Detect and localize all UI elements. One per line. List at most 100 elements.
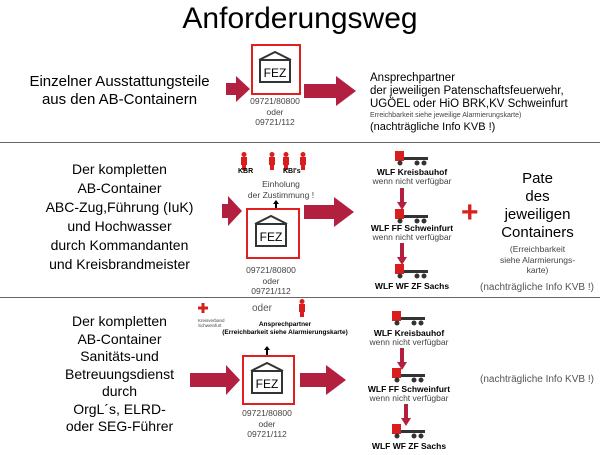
consent-note: Einholung der Zustimmung !: [236, 179, 326, 200]
svg-text:FEZ: FEZ: [256, 377, 279, 391]
text-line: OrgL´s, ELRD-: [73, 400, 166, 417]
text-line: karte): [526, 265, 549, 275]
truck-icon: [392, 311, 425, 326]
truck-label: WLF Kreisbauhof: [376, 167, 448, 177]
truck-icon: [395, 264, 428, 279]
arrow-icon: [304, 76, 356, 106]
phone-2: 09721/112: [251, 286, 291, 296]
text-line: Pate: [522, 170, 553, 187]
unavailable-note: wenn nicht verfügbar: [369, 393, 449, 403]
row3-contact: Ansprechpartner (Erreichbarkeit siehe Al…: [200, 321, 370, 337]
text-line: oder SEG-Führer: [65, 418, 174, 434]
text-line: Kreisverband: [198, 318, 225, 323]
row1-source: Einzelner Ausstattungsteile aus den AB-C…: [2, 73, 237, 109]
text-line: Containers: [501, 224, 574, 241]
text-line: Ansprechpartner: [258, 321, 312, 328]
kbi-label: KBI's: [283, 168, 301, 175]
text-line: Schweinfurt: [198, 323, 222, 328]
down-arrow-icon: [397, 188, 407, 210]
phone-2: 09721/112: [255, 117, 295, 127]
arrow-icon: [226, 76, 250, 102]
info-note: (nachträgliche Info KVB !): [480, 282, 594, 293]
truck-icon: [395, 151, 428, 166]
truck-chain: WLF Kreisbauhof wenn nicht verfügbar WLF…: [359, 308, 459, 451]
up-arrow-icon: [273, 200, 279, 209]
text-line: jeweiligen: [504, 206, 571, 223]
arrow-icon: [222, 196, 242, 226]
text-line: und Hochwasser: [67, 218, 172, 234]
pate-text: Pate des jeweiligen Containers (Erreichb…: [485, 170, 590, 276]
truck-icon: [395, 209, 428, 224]
text-line: (Erreichbarkeit: [509, 244, 566, 254]
text-line: Einholung: [262, 179, 300, 189]
up-arrow-icon: [264, 346, 270, 355]
text-line: Einzelner Ausstattungsteile: [29, 73, 210, 90]
unavailable-note: wenn nicht verfügbar: [369, 337, 449, 347]
truck-icon: [392, 424, 425, 439]
row1-contact: Ansprechpartner der jeweiligen Patenscha…: [370, 72, 568, 134]
row2-source: Der kompletten AB-Container ABC-Zug,Führ…: [2, 160, 237, 274]
text-line: (Erreichbarkeit siehe Alarmierungskarte): [222, 329, 348, 336]
arrow-icon: [190, 365, 240, 395]
arrow-icon: [304, 197, 354, 227]
oder-label: oder: [252, 303, 273, 314]
text-line: siehe Alarmierungs-: [499, 254, 576, 265]
brk-logo: Kreisverband Schweinfurt: [198, 300, 238, 328]
down-arrow-icon: [397, 243, 407, 265]
text-line: der Zustimmung !: [247, 189, 315, 200]
text-line: Ansprechpartner: [370, 72, 456, 84]
truck-icon: [392, 368, 425, 383]
fez-building-icon: FEZ: [250, 361, 284, 394]
phone-oder: oder: [262, 275, 280, 286]
phone-1: 09721/80800: [246, 265, 296, 275]
phone-1: 09721/80800: [250, 96, 300, 106]
text-line: durch Kommandanten: [50, 237, 189, 253]
truck-label: WLF WF ZF Sachs: [374, 281, 450, 291]
text-line: Der kompletten: [72, 161, 167, 177]
down-arrow-icon: [401, 404, 411, 426]
text-line: Der kompletten: [72, 313, 167, 329]
unavailable-note: wenn nicht verfügbar: [372, 232, 452, 242]
text-line: der jeweiligen Patenschaftsfeuerwehr,: [370, 85, 564, 97]
arrow-icon: [300, 365, 346, 395]
divider: [0, 142, 600, 143]
text-line: und Kreisbrandmeister: [49, 256, 190, 272]
text-line: des: [525, 188, 550, 205]
text-line: AB-Container: [77, 180, 162, 196]
text-line: aus den AB-Containern: [41, 91, 198, 108]
phone-oder: oder: [258, 418, 276, 429]
divider: [0, 297, 600, 298]
truck-label: WLF FF Schweinfurt: [367, 384, 451, 394]
text-line: UGÖEL oder HiO BRK,KV Schweinfurt: [370, 98, 568, 110]
truck-label: WLF Kreisbauhof: [373, 328, 445, 338]
person-icon: [299, 299, 305, 317]
phone-oder: oder: [266, 106, 284, 117]
text-line: Betreuungsdienst: [65, 365, 174, 382]
info-note: (nachträgliche Info KVB !): [480, 374, 594, 385]
brk-text: Kreisverband Schweinfurt: [198, 318, 238, 328]
truck-label: WLF WF ZF Sachs: [371, 441, 447, 451]
down-arrow-icon: [397, 348, 407, 370]
truck-label: WLF FF Schweinfurt: [370, 223, 454, 233]
plus-icon: +: [461, 196, 479, 229]
text-line: AB-Container: [77, 330, 162, 347]
red-cross-icon: [198, 303, 208, 313]
text-line: Sanitäts-und: [80, 348, 159, 364]
unavailable-note: wenn nicht verfügbar: [372, 176, 452, 186]
fez-label: FEZ: [264, 66, 287, 80]
fez-phone: 09721/80800 oder 09721/112: [236, 408, 298, 440]
info-note: (nachträgliche Info KVB !): [370, 121, 496, 133]
fez-building-icon: FEZ: [254, 214, 288, 247]
svg-text:FEZ: FEZ: [260, 230, 283, 244]
reach-note: Erreichbarkeit siehe jeweilige Alarmieru…: [370, 112, 522, 119]
kbr-label: KBR: [238, 168, 254, 175]
fez-phone: 09721/80800 oder 09721/112: [240, 265, 302, 297]
people-icons: [241, 152, 306, 170]
fez-phone: 09721/80800 oder 09721/112: [244, 96, 306, 128]
row3-source: Der kompletten AB-Container Sanitäts-und…: [2, 313, 237, 436]
text-line: ABC-Zug,Führung (IuK): [45, 199, 194, 215]
phone-1: 09721/80800: [242, 408, 292, 418]
fez-building-icon: FEZ: [258, 50, 292, 83]
page-title: Anforderungsweg: [182, 2, 418, 35]
